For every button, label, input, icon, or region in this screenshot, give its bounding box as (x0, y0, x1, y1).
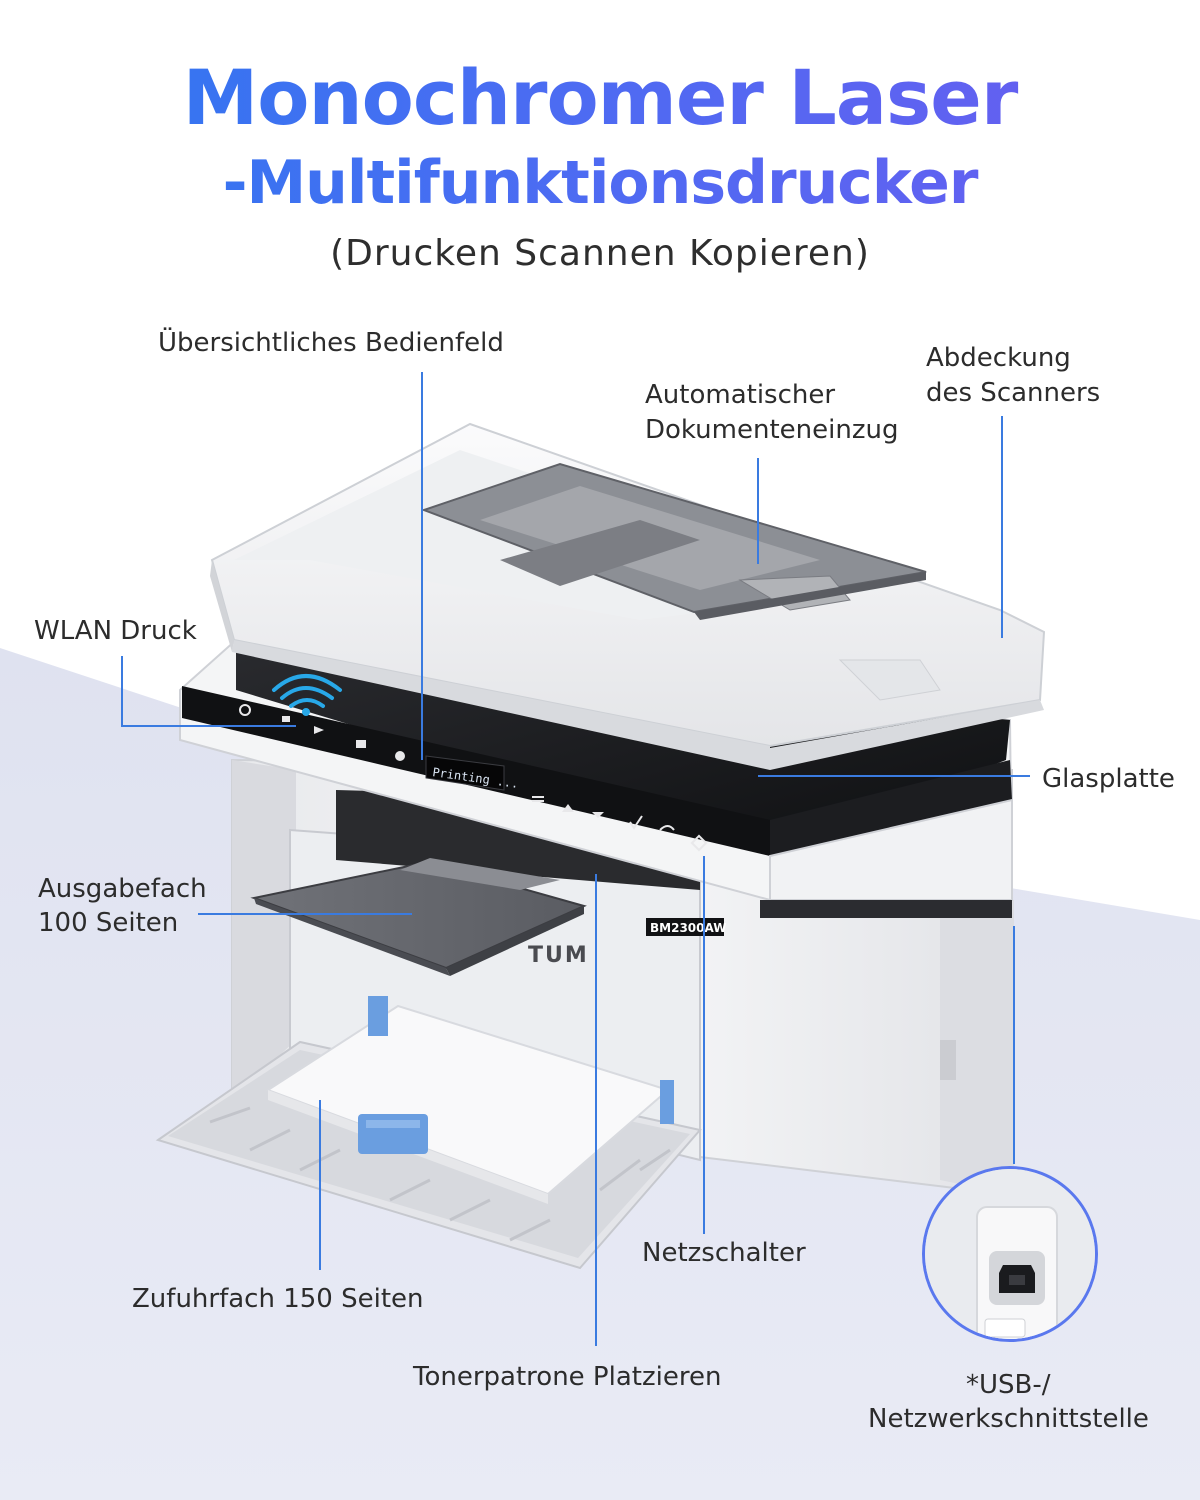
input-tray[interactable] (155, 996, 702, 1270)
callout-adf-line2: Dokumenteneinzug (645, 415, 899, 445)
callout-adf-line1: Automatischer (645, 380, 836, 410)
callout-input-tray: Zufuhrfach 150 Seiten (132, 1284, 424, 1314)
callout-scanner-cover-line1: Abdeckung (926, 343, 1071, 373)
callout-glass: Glasplatte (1042, 764, 1175, 794)
panel-buttons[interactable] (239, 704, 708, 852)
page-subtitle: (Drucken Scannen Kopieren) (330, 233, 870, 274)
callout-power-switch: Netzschalter (642, 1238, 806, 1268)
brand-label: TUM (528, 943, 589, 968)
wifi-icon (272, 674, 342, 716)
output-tray[interactable] (250, 858, 587, 976)
usb-port-icon (925, 1169, 1095, 1339)
callout-scanner-cover-line2: des Scanners (926, 378, 1101, 408)
callout-control-panel: Übersichtliches Bedienfeld (158, 328, 504, 358)
callout-toner: Tonerpatrone Platzieren (413, 1362, 722, 1392)
callout-wifi: WLAN Druck (34, 616, 197, 646)
usb-port-closeup (922, 1166, 1098, 1342)
page-title-line1: Monochromer Laser (0, 52, 1200, 144)
callout-usb-line2: Netzwerkschnittstelle (868, 1404, 1149, 1434)
model-label: BM2300AW (650, 921, 726, 935)
callout-usb-line1: *USB-/ (966, 1370, 1051, 1400)
page-title-line2: -Multifunktionsdrucker (0, 146, 1200, 220)
callout-lines (121, 372, 1030, 1346)
document-feeder[interactable] (421, 462, 927, 620)
callout-output-tray-line2: 100 Seiten (38, 908, 179, 938)
callout-output-tray-line1: Ausgabefach (38, 874, 207, 904)
